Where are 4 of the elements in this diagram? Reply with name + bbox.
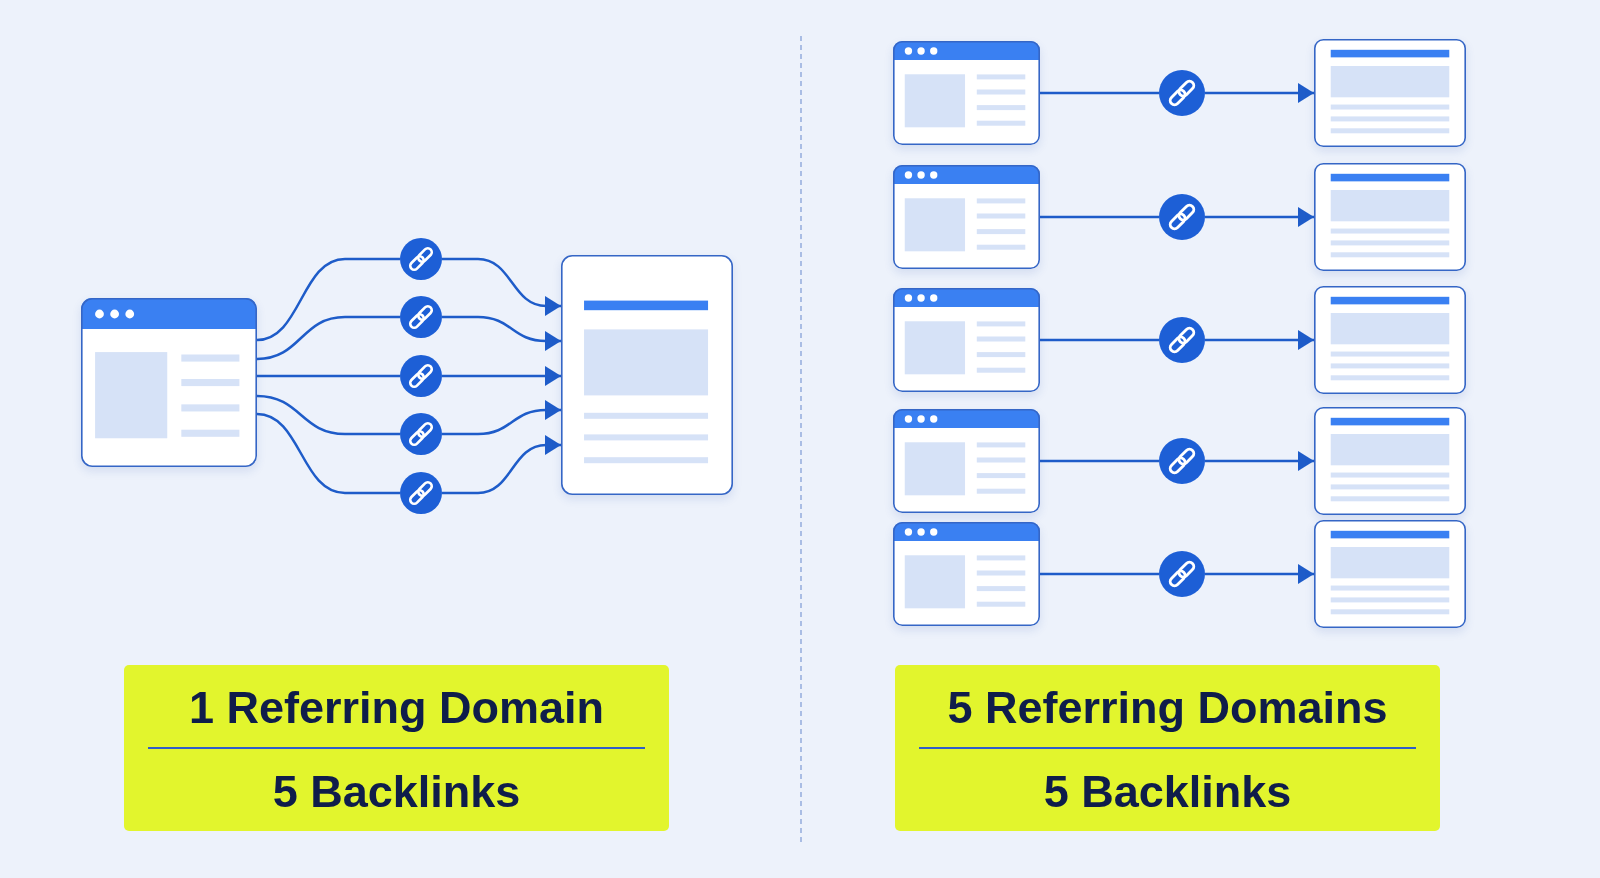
metric-text: 5 Backlinks (272, 766, 521, 817)
metric-text: 1 Referring Domain (188, 682, 605, 733)
metric-text: 5 Referring Domains (947, 682, 1388, 733)
metric-text: 5 Backlinks (1043, 766, 1292, 817)
